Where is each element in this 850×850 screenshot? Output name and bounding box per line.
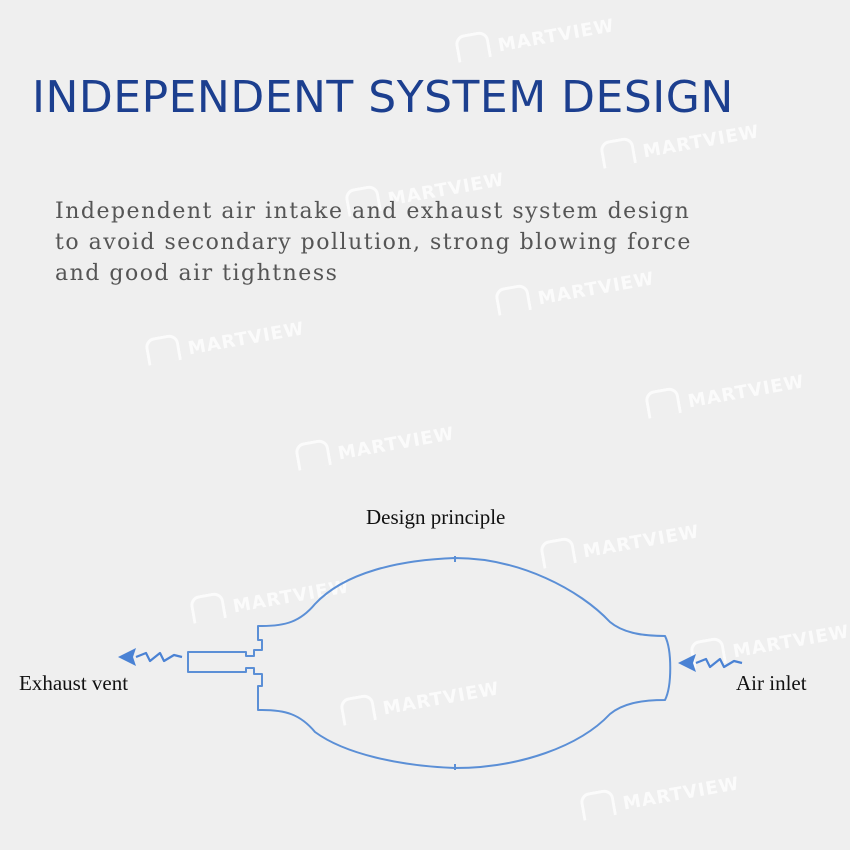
bulb-outline [187,557,672,769]
exhaust-vent-label: Exhaust vent [19,671,129,695]
page-title: INDEPENDENT SYSTEM DESIGN [32,72,734,123]
description-line: Independent air intake and exhaust syste… [55,199,691,224]
description-line: and good air tightness [55,261,339,286]
air-inlet-label: Air inlet [736,671,807,695]
exhaust-arrow-icon [118,648,183,666]
air-inlet-arrow-icon [678,654,743,672]
description-line: to avoid secondary pollution, strong blo… [55,230,692,255]
diagram-title: Design principle [366,505,506,529]
description: Independent air intake and exhaust syste… [55,196,775,289]
